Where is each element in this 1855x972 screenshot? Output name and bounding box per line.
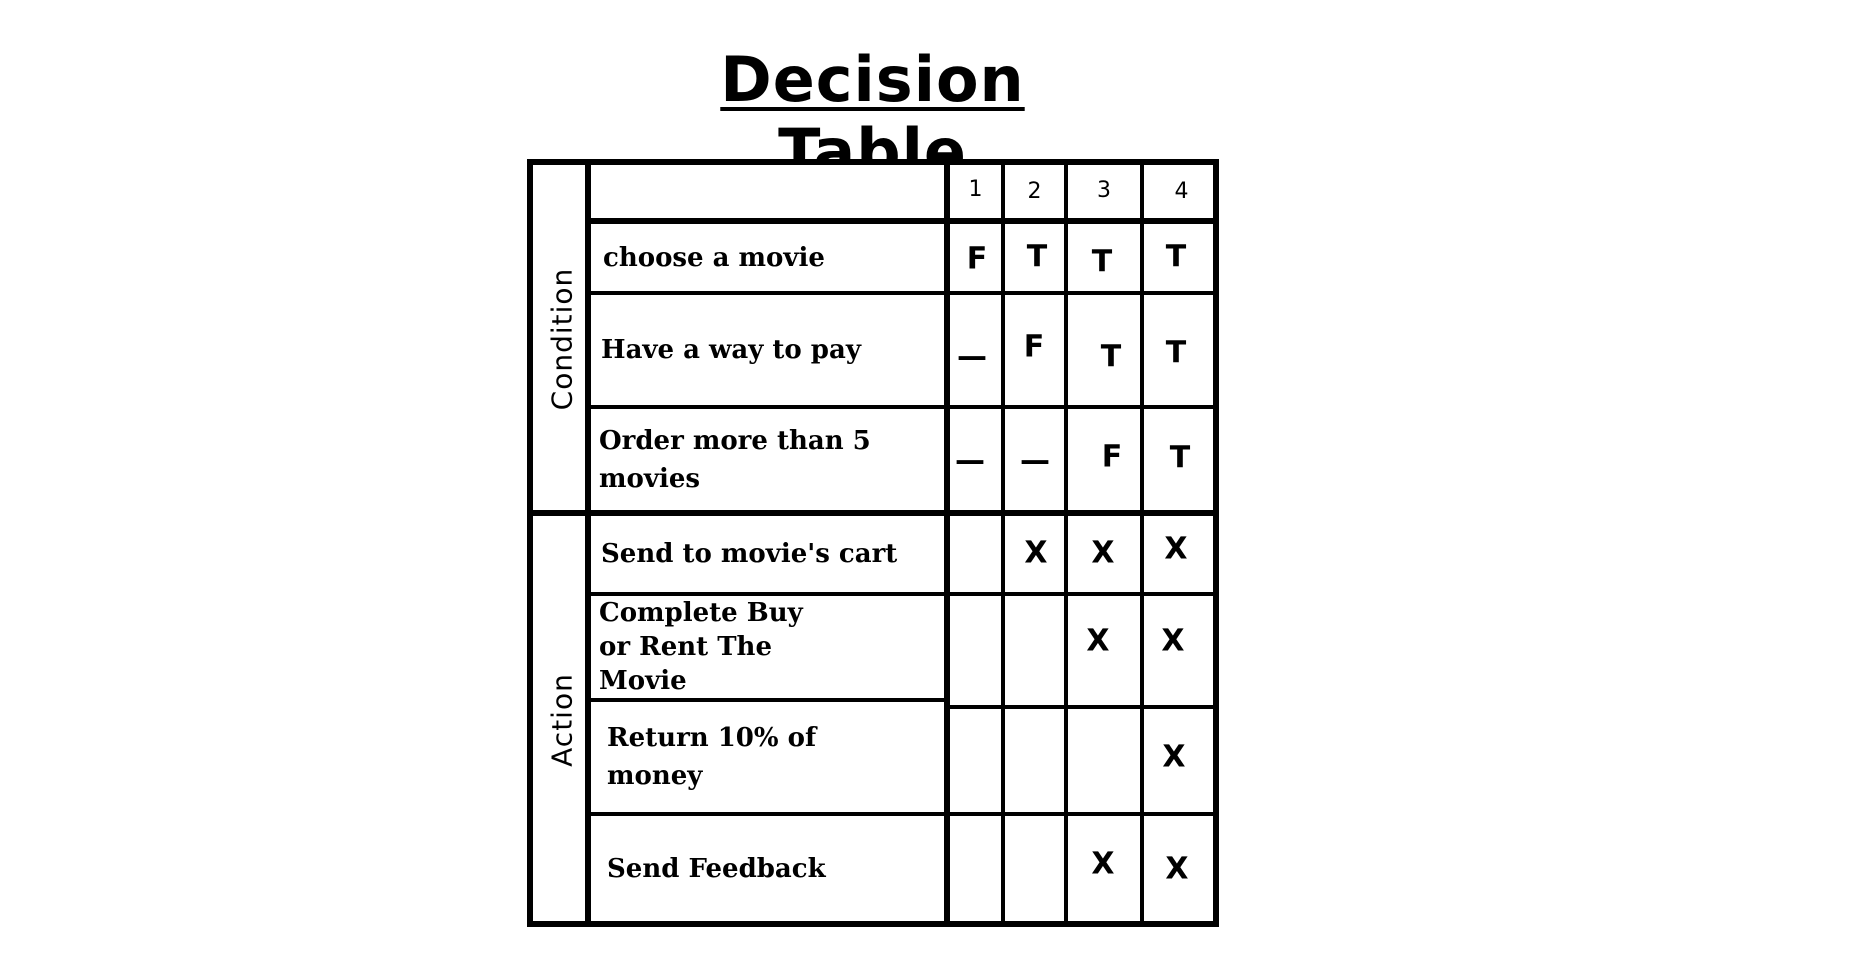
column-header: 4 [1174,179,1189,204]
condition-value: T [1165,335,1187,371]
divider [585,291,1219,295]
divider [585,812,1219,816]
divider [533,510,1219,516]
condition-value: F [1023,329,1045,365]
action-value: X [1165,851,1189,887]
divider [944,165,950,921]
decision-table: Condition Action 1 2 3 4 choose a movie … [527,159,1219,927]
divider [585,165,591,921]
divider [585,698,948,702]
action-value: X [1162,739,1186,775]
divider [948,705,1219,709]
action-value: X [1161,623,1185,659]
action-label: Send Feedback [607,853,826,884]
action-label: Return 10% of money [607,723,817,791]
column-header: 1 [968,177,983,202]
action-value: X [1091,535,1115,571]
condition-group-label: Condition [545,267,579,411]
action-label: Send to movie's cart [601,539,898,569]
condition-value: T [1169,440,1191,476]
action-value: X [1024,535,1048,571]
condition-value: F [1101,439,1123,475]
action-value: X [1164,531,1188,567]
divider [1140,165,1144,921]
condition-value: T [1026,239,1048,275]
action-label: Complete Buy or Rent The Movie [599,598,803,696]
condition-label: Order more than 5 movies [599,425,871,494]
divider [585,218,1219,224]
column-header: 2 [1027,179,1042,204]
condition-value: F [966,241,988,277]
page-title: Decision Table [720,43,1025,188]
condition-value: T [1100,339,1122,375]
divider [1064,165,1068,921]
condition-label: Have a way to pay [601,335,861,365]
action-value: X [1086,623,1110,659]
condition-value: T [1165,239,1187,275]
divider [1001,165,1005,921]
condition-label: choose a movie [603,242,825,273]
action-value: X [1091,846,1115,882]
condition-value: — [955,443,985,479]
condition-value: T [1091,244,1113,280]
column-header: 3 [1097,178,1111,203]
condition-value: — [1020,443,1050,479]
divider [585,405,1219,409]
divider [585,592,1219,596]
condition-value: — [957,339,987,375]
action-group-label: Action [545,673,579,767]
